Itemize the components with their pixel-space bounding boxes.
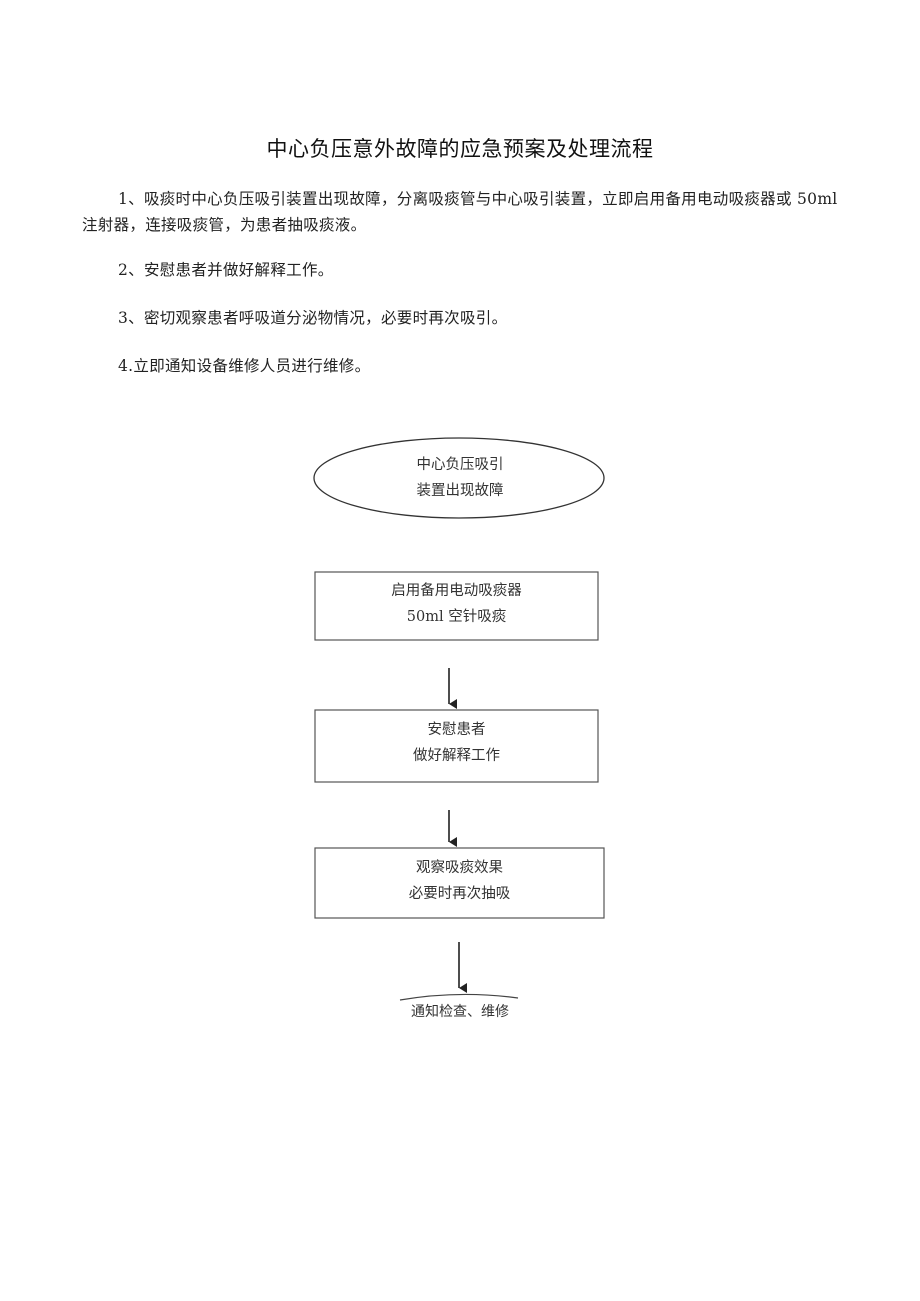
- paragraph-4: 4.立即通知设备维修人员进行维修。: [118, 357, 371, 375]
- paragraph-2: 2、安慰患者并做好解释工作。: [118, 261, 334, 279]
- start-line-2: 装置出现故障: [416, 483, 504, 499]
- page-title: 中心负压意外故障的应急预案及处理流程: [266, 137, 654, 161]
- step1-line-1: 启用备用电动吸痰器: [391, 583, 522, 599]
- step2-node-label: 安慰患者 做好解释工作: [315, 717, 598, 769]
- end-node-label: 通知检查、维修: [411, 1004, 509, 1020]
- step2-line-1: 安慰患者: [427, 722, 486, 738]
- step3-node-label: 观察吸痰效果 必要时再次抽吸: [315, 855, 604, 907]
- paragraph-3: 3、密切观察患者呼吸道分泌物情况，必要时再次吸引。: [118, 309, 508, 327]
- step1-node-label: 启用备用电动吸痰器 50ml 空针吸痰: [315, 578, 598, 630]
- start-line-1: 中心负压吸引: [416, 457, 504, 473]
- paragraph-1: 1、吸痰时中心负压吸引装置出现故障，分离吸痰管与中心吸引装置，立即启用备用电动吸…: [82, 190, 838, 234]
- step2-line-2: 做好解释工作: [413, 748, 500, 764]
- step3-line-1: 观察吸痰效果: [416, 860, 503, 876]
- step3-line-2: 必要时再次抽吸: [408, 886, 511, 902]
- step1-line-2: 50ml 空针吸痰: [406, 609, 507, 625]
- start-node-label: 中心负压吸引 装置出现故障: [315, 452, 605, 504]
